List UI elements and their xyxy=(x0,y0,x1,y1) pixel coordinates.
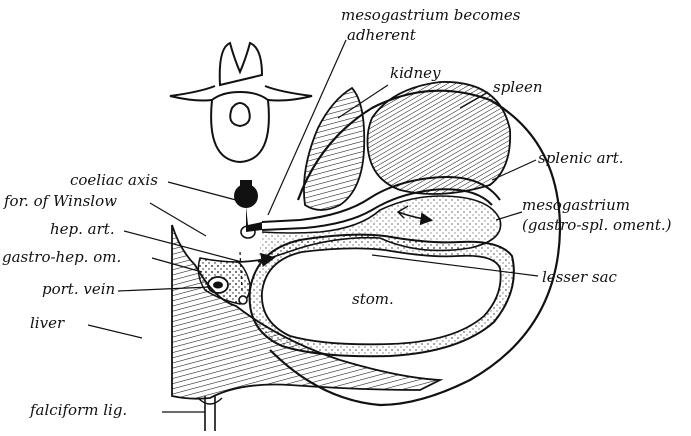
vertebra xyxy=(170,43,312,162)
label-coeliac-axis: coeliac axis xyxy=(70,173,158,188)
label-mesogastrium-adherent-2: adherent xyxy=(347,28,416,43)
label-liver: liver xyxy=(30,316,64,331)
label-gastro-spl-oment: (gastro-spl. oment.) xyxy=(522,218,671,233)
label-port-vein: port. vein xyxy=(42,282,115,297)
label-falciform-lig: falciform lig. xyxy=(30,403,127,418)
falciform-ligament xyxy=(205,396,215,431)
label-spleen: spleen xyxy=(493,80,543,95)
coeliac-axis-shape xyxy=(234,180,262,238)
label-mesogastrium-adherent-1: mesogastrium becomes xyxy=(341,8,520,23)
label-kidney: kidney xyxy=(390,66,441,81)
label-mesogastrium: mesogastrium xyxy=(522,198,630,213)
label-stom: stom. xyxy=(352,292,394,307)
label-for-of-winslow: for. of Winslow xyxy=(4,194,117,209)
label-gastro-hep-om: gastro-hep. om. xyxy=(2,250,121,265)
label-hep-art: hep. art. xyxy=(50,222,115,237)
label-lesser-sac: lesser sac xyxy=(542,270,617,285)
label-splenic-art: splenic art. xyxy=(538,151,624,166)
